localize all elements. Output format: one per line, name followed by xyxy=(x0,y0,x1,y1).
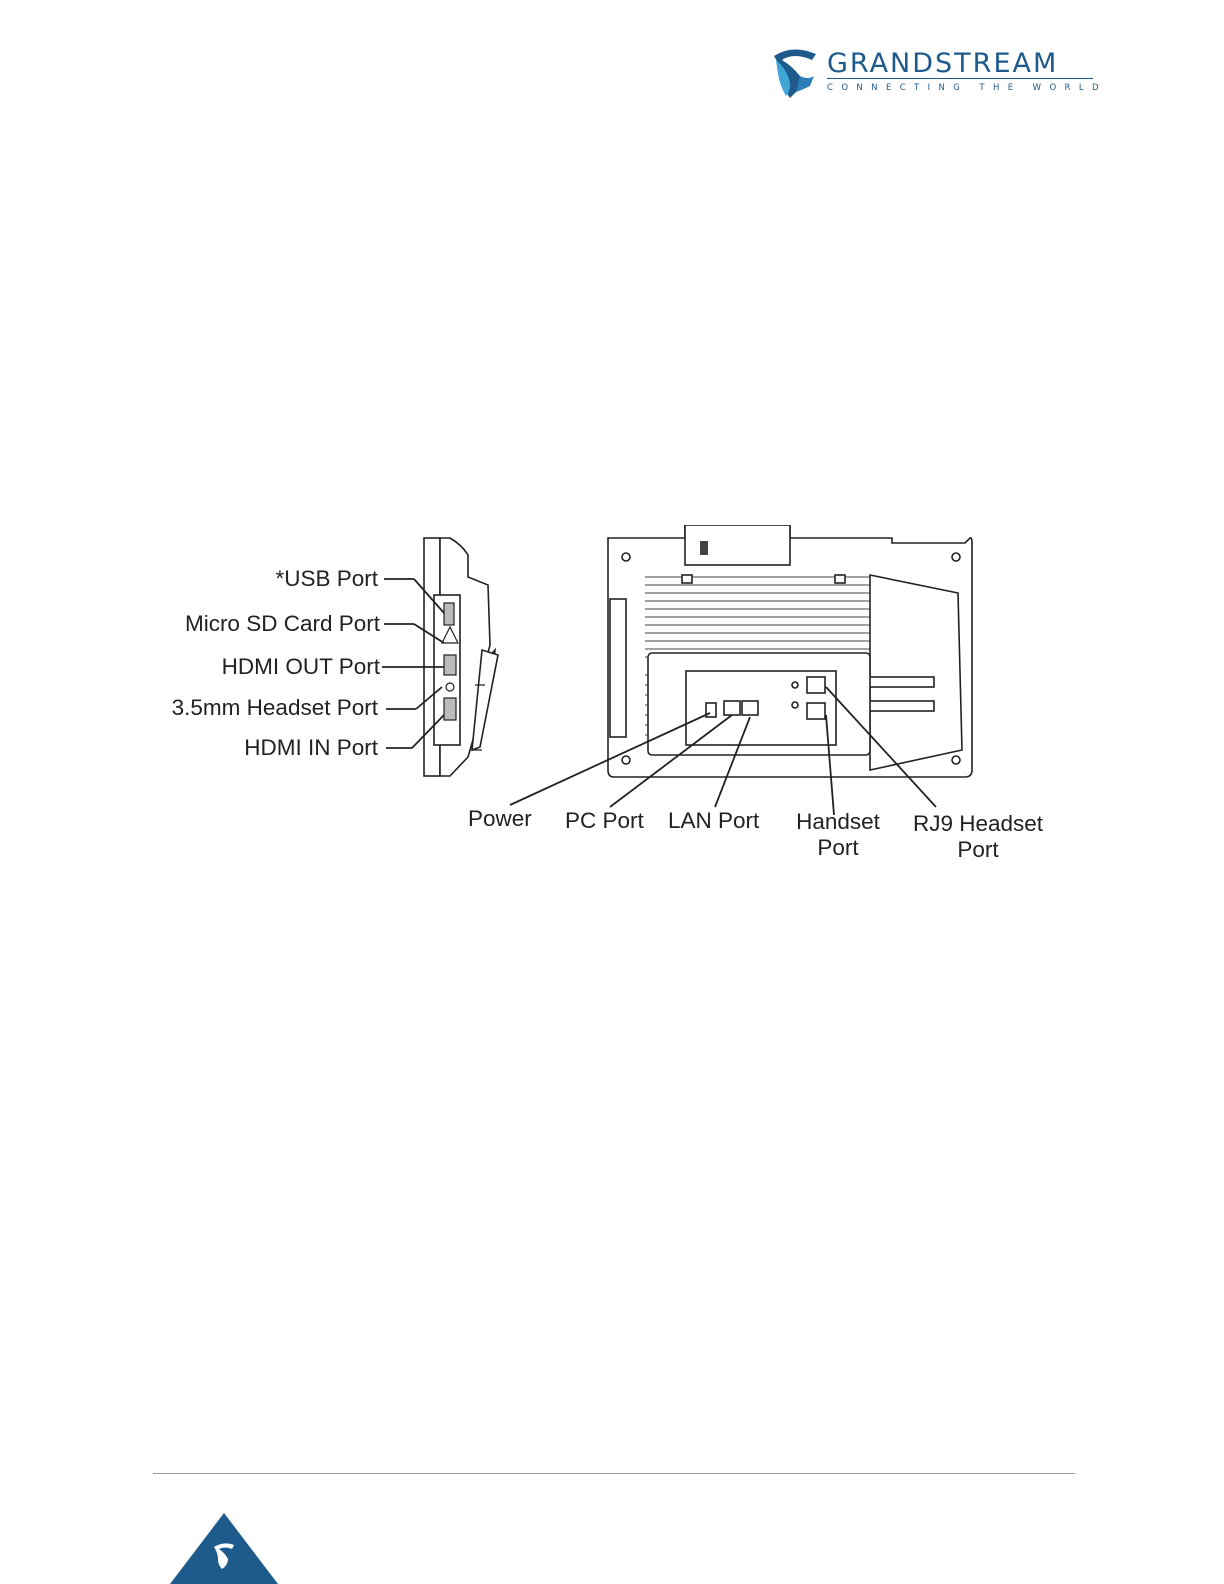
callout-handset-port: Handset Port xyxy=(790,809,886,861)
brand-name: GRANDSTREAM xyxy=(827,49,1058,79)
callout-hdmi-in-port: HDMI IN Port xyxy=(244,735,378,761)
rear-view-device xyxy=(608,525,972,777)
brand-logo: GRANDSTREAM CONNECTING THE WORLD xyxy=(770,46,1100,102)
brand-underline xyxy=(827,78,1093,79)
callout-power: Power xyxy=(468,806,532,832)
side-view-device xyxy=(424,538,498,776)
callout-usb-port: *USB Port xyxy=(275,566,378,592)
callout-hdmi-out-port: HDMI OUT Port xyxy=(222,654,380,680)
port-diagram: *USB Port Micro SD Card Port HDMI OUT Po… xyxy=(150,525,1070,875)
footer-divider xyxy=(153,1473,1075,1474)
callout-micro-sd-port: Micro SD Card Port xyxy=(185,611,380,637)
callout-lan-port: LAN Port xyxy=(668,808,759,834)
brand-tagline: CONNECTING THE WORLD xyxy=(827,83,1107,93)
grandstream-footer-icon xyxy=(170,1513,278,1584)
grandstream-logo-icon xyxy=(770,46,820,100)
callout-pc-port: PC Port xyxy=(565,808,644,834)
callout-rj9-headset-port: RJ9 Headset Port xyxy=(907,811,1049,863)
callout-35mm-headset-port: 3.5mm Headset Port xyxy=(172,695,378,721)
